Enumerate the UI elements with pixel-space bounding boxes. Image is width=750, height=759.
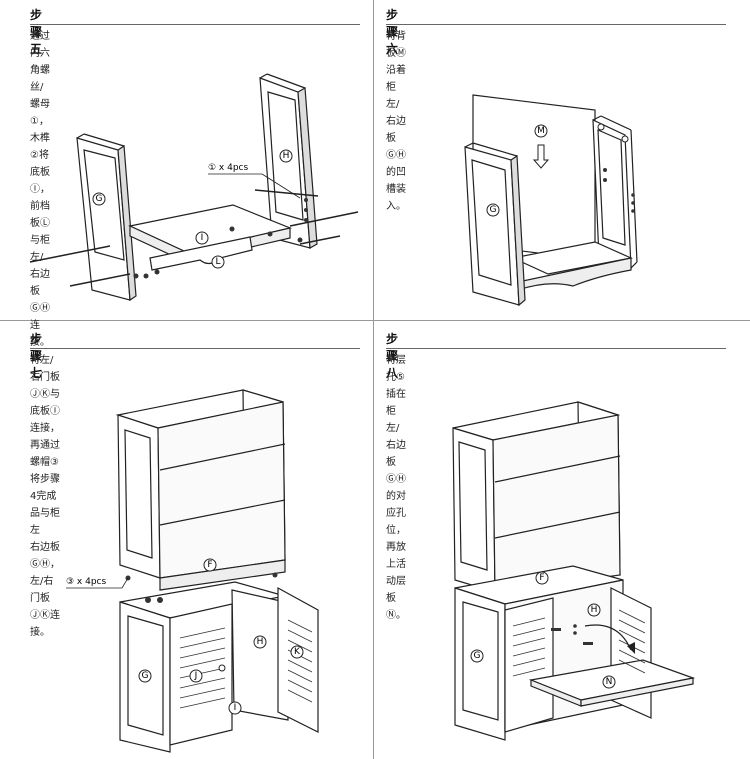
hutch-bottom-f <box>159 559 286 591</box>
label-g: G <box>142 671 149 681</box>
cabinet-side-h <box>231 589 289 721</box>
step-5-desc-line-2: ⒼⒽ连接。 <box>30 303 50 348</box>
step-6-desc-line-1: 将背板Ⓜ沿着柜左/右边板ⒼⒽ的凹槽装入。 <box>386 31 406 212</box>
step-5-rule <box>30 24 360 25</box>
door-right-k <box>277 586 319 733</box>
insert-arrow-icon <box>532 144 550 169</box>
label-j: J <box>194 671 198 681</box>
label-k: K <box>294 647 301 657</box>
step-7-desc-line-1: 将左/右门板ⒿⓀ与底板Ⓘ连接，再通过螺帽③将步骤4完成品与柜左 <box>30 355 60 536</box>
label-h: H <box>591 605 598 615</box>
front-rail <box>149 236 253 271</box>
label-h: H <box>257 637 264 647</box>
label-n: N <box>606 677 613 687</box>
label-f: F <box>207 560 212 570</box>
label-h: H <box>283 151 290 161</box>
step-5-drawing: G H I L ① x 4pcs <box>29 73 359 302</box>
step-8-description: 将层托⑤插在柜左/右边板ⒼⒽ的对应孔位，再放上活动层板Ⓝ。 <box>386 352 406 624</box>
step-7-description: 将左/右门板ⒿⓀ与底板Ⓘ连接，再通过螺帽③将步骤4完成品与柜左 右边板ⒼⒽ，左/… <box>30 352 60 641</box>
label-g: G <box>474 651 481 661</box>
step-8-title: 步骤八 <box>386 332 399 380</box>
label-f: F <box>539 573 544 583</box>
hardware-callout-1: ① x 4pcs <box>208 163 249 173</box>
step-8-rule <box>386 348 726 349</box>
step-5-desc-line-1: 通过内六角螺丝/螺母①，木榫②将底板Ⓘ，前档板Ⓛ与柜左/右边板 <box>30 31 50 297</box>
vertical-divider <box>373 0 374 759</box>
screw-right-upper <box>289 211 359 227</box>
label-l: L <box>215 257 220 267</box>
label-g: G <box>96 194 103 204</box>
step-7-drawing: F G H I J K ③ x 4pcs <box>66 389 319 753</box>
step-6-drawing: M G <box>464 94 638 307</box>
step-8-desc-line-1: 将层托⑤插在柜左/右边板ⒼⒽ的对应孔位，再放上活动层板Ⓝ。 <box>386 355 406 621</box>
step-7-rule <box>30 348 360 349</box>
step-6-rule <box>386 24 726 25</box>
label-i: I <box>201 233 204 243</box>
label-i: I <box>234 703 237 713</box>
door-left <box>504 597 554 733</box>
screw-left-lower <box>69 273 131 287</box>
step-7-title: 步骤七 <box>30 332 43 380</box>
horizontal-divider <box>0 320 750 321</box>
label-g: G <box>490 205 497 215</box>
step-5-description: 通过内六角螺丝/螺母①，木榫②将底板Ⓘ，前档板Ⓛ与柜左/右边板 ⒼⒽ连接。 <box>30 28 50 351</box>
screw-left-upper <box>29 245 111 263</box>
step-8-drawing: F G H N <box>452 401 696 741</box>
step-7-desc-line-2: 右边板ⒼⒽ，左/右门板ⒿⓀ连接。 <box>30 542 60 638</box>
step-6-title: 步骤六 <box>386 8 399 56</box>
step-6-description: 将背板Ⓜ沿着柜左/右边板ⒼⒽ的凹槽装入。 <box>386 28 406 215</box>
label-m: M <box>537 126 545 136</box>
step-5-title: 步骤五 <box>30 8 43 56</box>
hardware-callout-3: ③ x 4pcs <box>66 577 107 587</box>
